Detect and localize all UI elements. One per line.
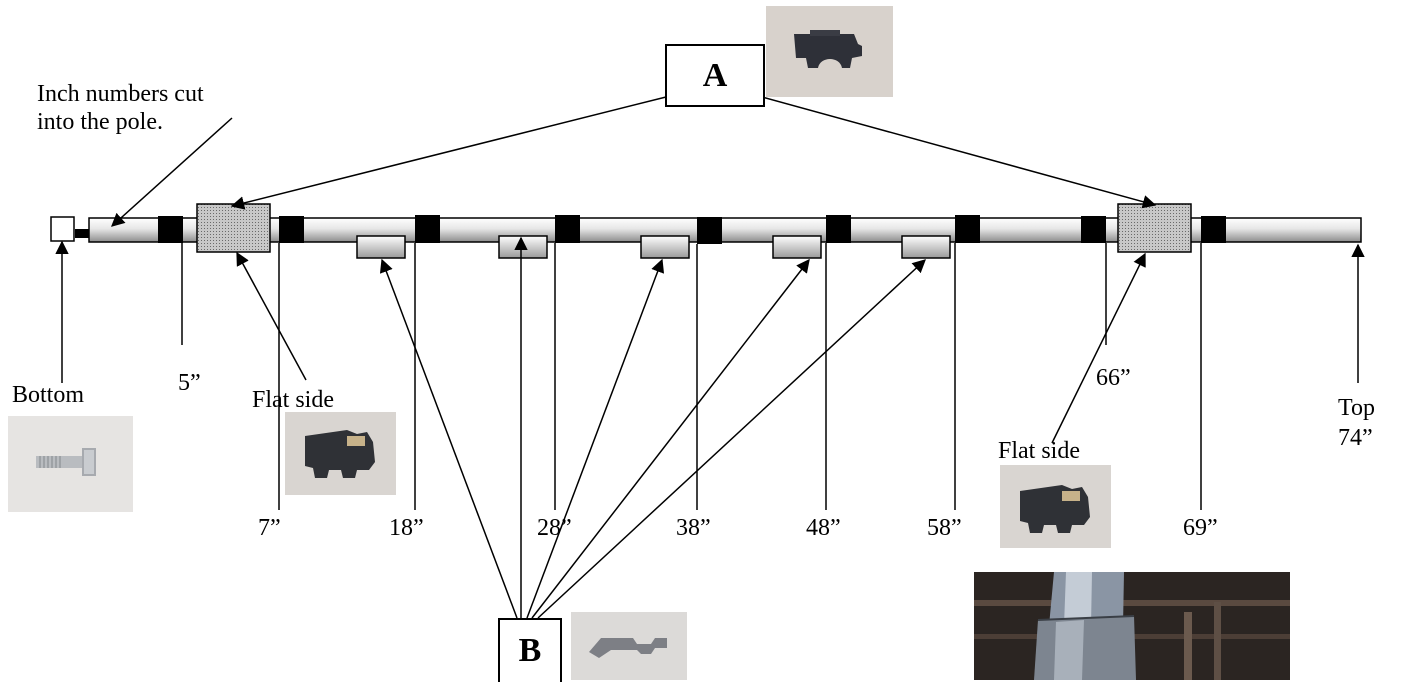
clip-b-5 (901, 235, 951, 259)
clip-b-1 (356, 235, 406, 259)
bracket-a-photo (766, 6, 893, 97)
bracket-a-left (196, 203, 271, 253)
measurement-lines (181, 243, 1202, 510)
bracket-a-image (794, 30, 862, 68)
top-label: Top 74” (1338, 395, 1375, 451)
measure-48: 48” (806, 515, 841, 541)
flat-side-left-image (305, 430, 375, 478)
bolt-photo (8, 416, 133, 512)
flat-side-right-image (1020, 485, 1090, 533)
measure-38: 38” (676, 515, 711, 541)
bracket-a-right (1117, 203, 1192, 253)
marker-7 (279, 216, 304, 243)
arrow-flat-side-right (1051, 252, 1146, 444)
arrow-b-5 (537, 259, 926, 619)
arrow-flat-side-left (236, 251, 307, 381)
measure-5: 5” (178, 370, 201, 396)
callout-a-box: A (665, 44, 765, 107)
flat-side-right-label: Flat side (998, 438, 1080, 464)
measure-7: 7” (258, 515, 281, 541)
pole-closeup-photo (974, 572, 1290, 680)
clip-b-photo (571, 612, 687, 680)
marker-18 (415, 215, 440, 243)
flat-side-left-label: Flat side (252, 387, 334, 413)
clip-b-image (589, 638, 667, 658)
marker-28 (555, 215, 580, 243)
marker-38 (697, 217, 722, 244)
marker-69 (1201, 216, 1226, 243)
marker-66 (1081, 216, 1106, 243)
arrow-b-4 (531, 258, 810, 619)
measure-28: 28” (537, 515, 572, 541)
clip-b-4 (772, 235, 822, 259)
bolt-image (36, 448, 96, 476)
clip-b-2 (498, 235, 548, 259)
marker-58 (955, 215, 980, 243)
measure-18: 18” (389, 515, 424, 541)
arrow-b-3 (526, 258, 665, 619)
bottom-bolt-square (50, 216, 75, 242)
arrow-inch-numbers (110, 117, 233, 227)
measure-69: 69” (1183, 515, 1218, 541)
measure-66: 66” (1096, 365, 1131, 391)
measure-58: 58” (927, 515, 962, 541)
marker-48 (826, 215, 851, 243)
arrow-a-right (761, 96, 1157, 209)
flat-side-left-photo (285, 412, 396, 495)
inch-numbers-label: Inch numbers cut into the pole. (37, 81, 204, 135)
marker-5 (158, 216, 183, 243)
arrow-a-left (230, 96, 667, 210)
bottom-bolt-stem (75, 229, 89, 238)
arrow-b-1 (379, 258, 518, 619)
pole-closeup-image (974, 572, 1290, 680)
callout-b-box: B (498, 618, 562, 682)
flat-side-right-photo (1000, 465, 1111, 548)
clip-b-3 (640, 235, 690, 259)
bottom-label: Bottom (12, 382, 85, 408)
